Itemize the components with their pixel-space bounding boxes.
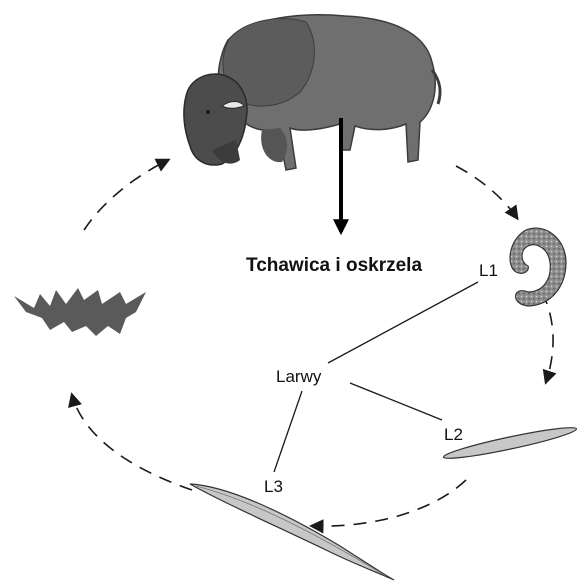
larvae-label: Larwy: [276, 367, 322, 386]
larva-l3-icon: [190, 484, 394, 580]
l2-label: L2: [444, 425, 463, 444]
arrow-grass-to-host: [84, 160, 168, 230]
arrow-l3-to-grass: [72, 395, 192, 490]
arrow-l1-to-l2: [542, 292, 553, 382]
connector-l1: [328, 282, 478, 363]
organ-label: Tchawica i oskrzela: [246, 255, 422, 276]
arrow-l2-to-l3: [312, 480, 466, 526]
grass-icon: [14, 288, 146, 336]
coiled-larva-icon: [510, 228, 566, 306]
cycle-arrows: [72, 160, 553, 526]
l3-label: L3: [264, 477, 283, 496]
l1-label: L1: [479, 261, 498, 280]
connector-l3: [274, 391, 302, 472]
arrow-host-to-l1: [456, 166, 517, 218]
connector-l2: [350, 383, 442, 420]
bison-icon: [184, 15, 440, 170]
